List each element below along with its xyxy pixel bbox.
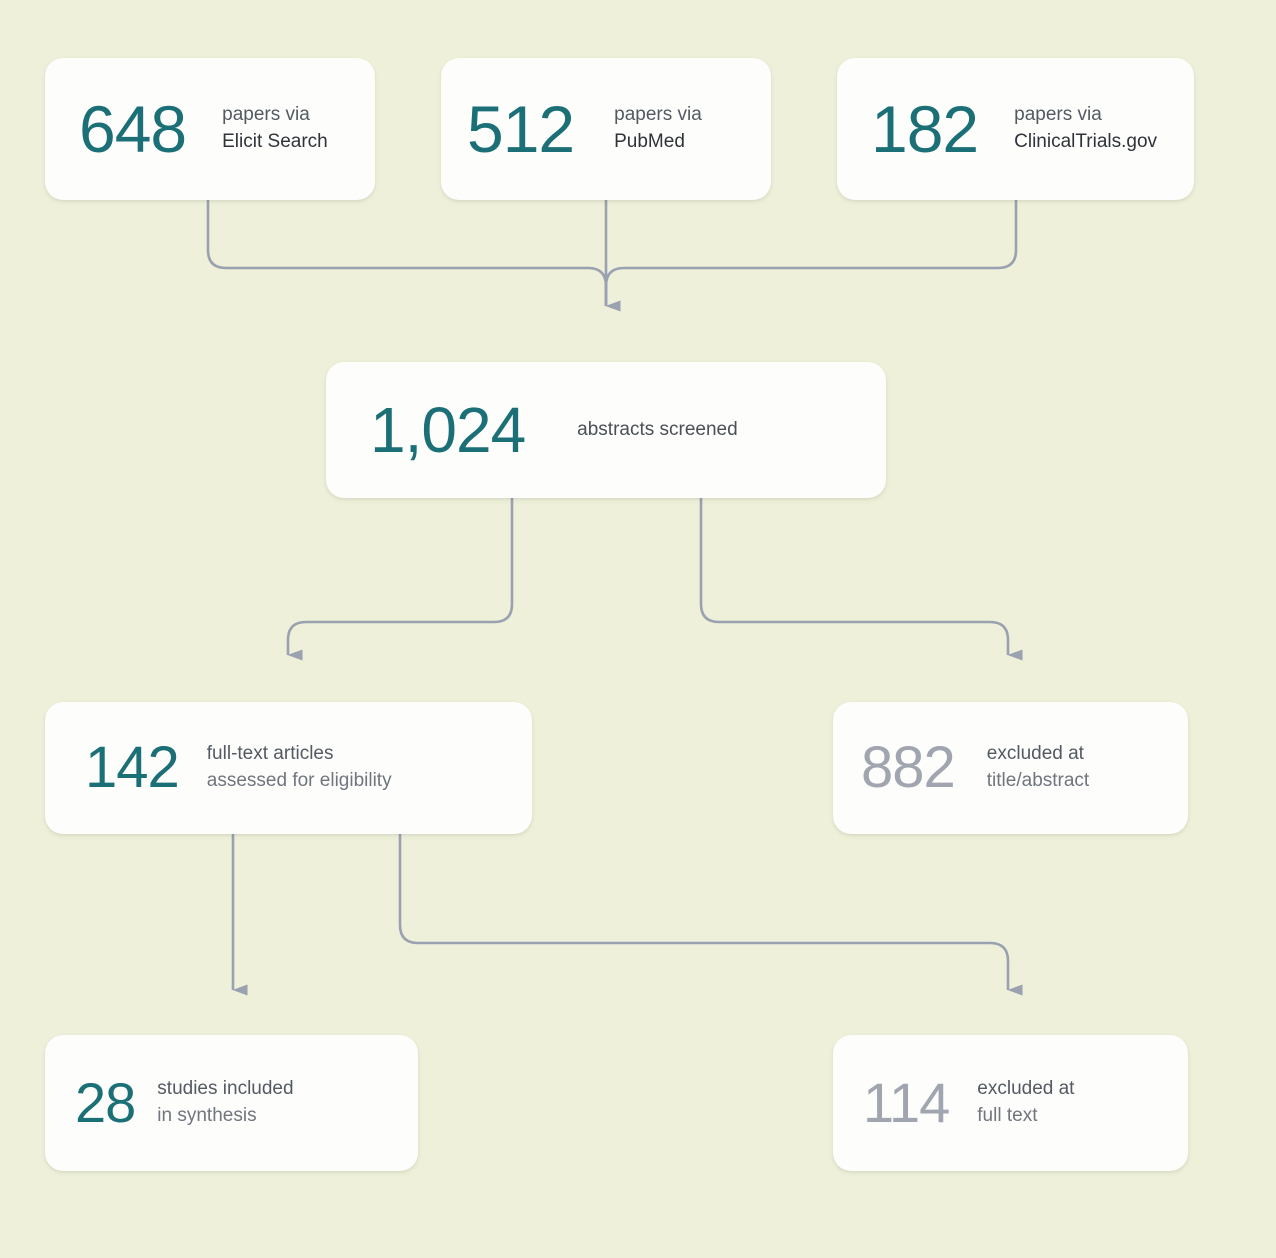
stat-count: 142: [85, 735, 180, 800]
node-included-synthesis[interactable]: 28 studies included in synthesis: [45, 1035, 418, 1171]
stat-label-line-2: PubMed: [614, 131, 685, 152]
stat-label-line-1: papers via: [614, 104, 702, 126]
stat-label: excluded at full text: [977, 1076, 1074, 1130]
stat-label-line-1: papers via: [1014, 104, 1102, 126]
stat-label-line-1: excluded at: [977, 1078, 1075, 1100]
node-content: 648 papers via Elicit Search: [79, 96, 328, 162]
stat-count: 512: [467, 92, 575, 166]
stat-label: studies included in synthesis: [157, 1076, 293, 1130]
node-fulltext-assessed[interactable]: 142 full-text articles assessed for elig…: [45, 702, 532, 834]
stat-label: full-text articles assessed for eligibil…: [207, 741, 392, 795]
node-abstracts-screened[interactable]: 1,024 abstracts screened: [326, 362, 886, 498]
stat-label-line-2: in synthesis: [157, 1105, 257, 1126]
stat-count: 648: [79, 92, 187, 166]
stat-label-line-2: assessed for eligibility: [206, 770, 392, 791]
stat-label-line-1: excluded at: [986, 743, 1084, 765]
stat-count: 28: [75, 1071, 136, 1134]
node-content: 512 papers via PubMed: [467, 96, 702, 162]
stat-count: 1,024: [370, 394, 526, 466]
node-excluded-title-abstract[interactable]: 882 excluded at title/abstract: [833, 702, 1188, 834]
stat-label: papers via PubMed: [614, 102, 702, 156]
node-content: 882 excluded at title/abstract: [861, 739, 1089, 797]
edge-screened-to-excluded-abstract: [699, 498, 1023, 661]
stat-count: 182: [871, 92, 979, 166]
stat-label-line-1: studies included: [157, 1078, 294, 1100]
node-excluded-full-text[interactable]: 114 excluded at full text: [833, 1035, 1188, 1171]
edge-elicit-to-screened: [206, 200, 608, 306]
edge-clinicaltrials-to-screened: [604, 200, 1018, 306]
node-content: 28 studies included in synthesis: [75, 1075, 294, 1131]
stat-count: 882: [861, 735, 956, 800]
node-content: 142 full-text articles assessed for elig…: [85, 739, 392, 797]
node-source-elicit[interactable]: 648 papers via Elicit Search: [45, 58, 375, 200]
stat-count: 114: [863, 1071, 950, 1134]
stat-label-line-2: full text: [977, 1105, 1038, 1126]
stat-label-line-2: ClinicalTrials.gov: [1014, 131, 1158, 152]
stat-label-line-2: Elicit Search: [222, 131, 328, 152]
stat-label-line-1: abstracts screened: [577, 418, 738, 440]
stat-label-line-2: title/abstract: [986, 770, 1090, 791]
edge-fulltext-to-excluded-fulltext: [398, 834, 1023, 996]
stat-label-line-1: papers via: [222, 104, 310, 126]
edge-screened-to-fulltext: [286, 498, 514, 661]
stat-label: abstracts screened: [577, 417, 738, 444]
node-source-pubmed[interactable]: 512 papers via PubMed: [441, 58, 771, 200]
stat-label-line-1: full-text articles: [206, 743, 334, 765]
node-source-clinicaltrials[interactable]: 182 papers via ClinicalTrials.gov: [837, 58, 1194, 200]
stat-label: papers via Elicit Search: [222, 102, 328, 156]
node-content: 114 excluded at full text: [863, 1075, 1074, 1131]
node-content: 182 papers via ClinicalTrials.gov: [871, 96, 1157, 162]
stat-label: excluded at title/abstract: [987, 741, 1089, 795]
node-content: 1,024 abstracts screened: [370, 398, 738, 462]
stat-label: papers via ClinicalTrials.gov: [1014, 102, 1157, 156]
